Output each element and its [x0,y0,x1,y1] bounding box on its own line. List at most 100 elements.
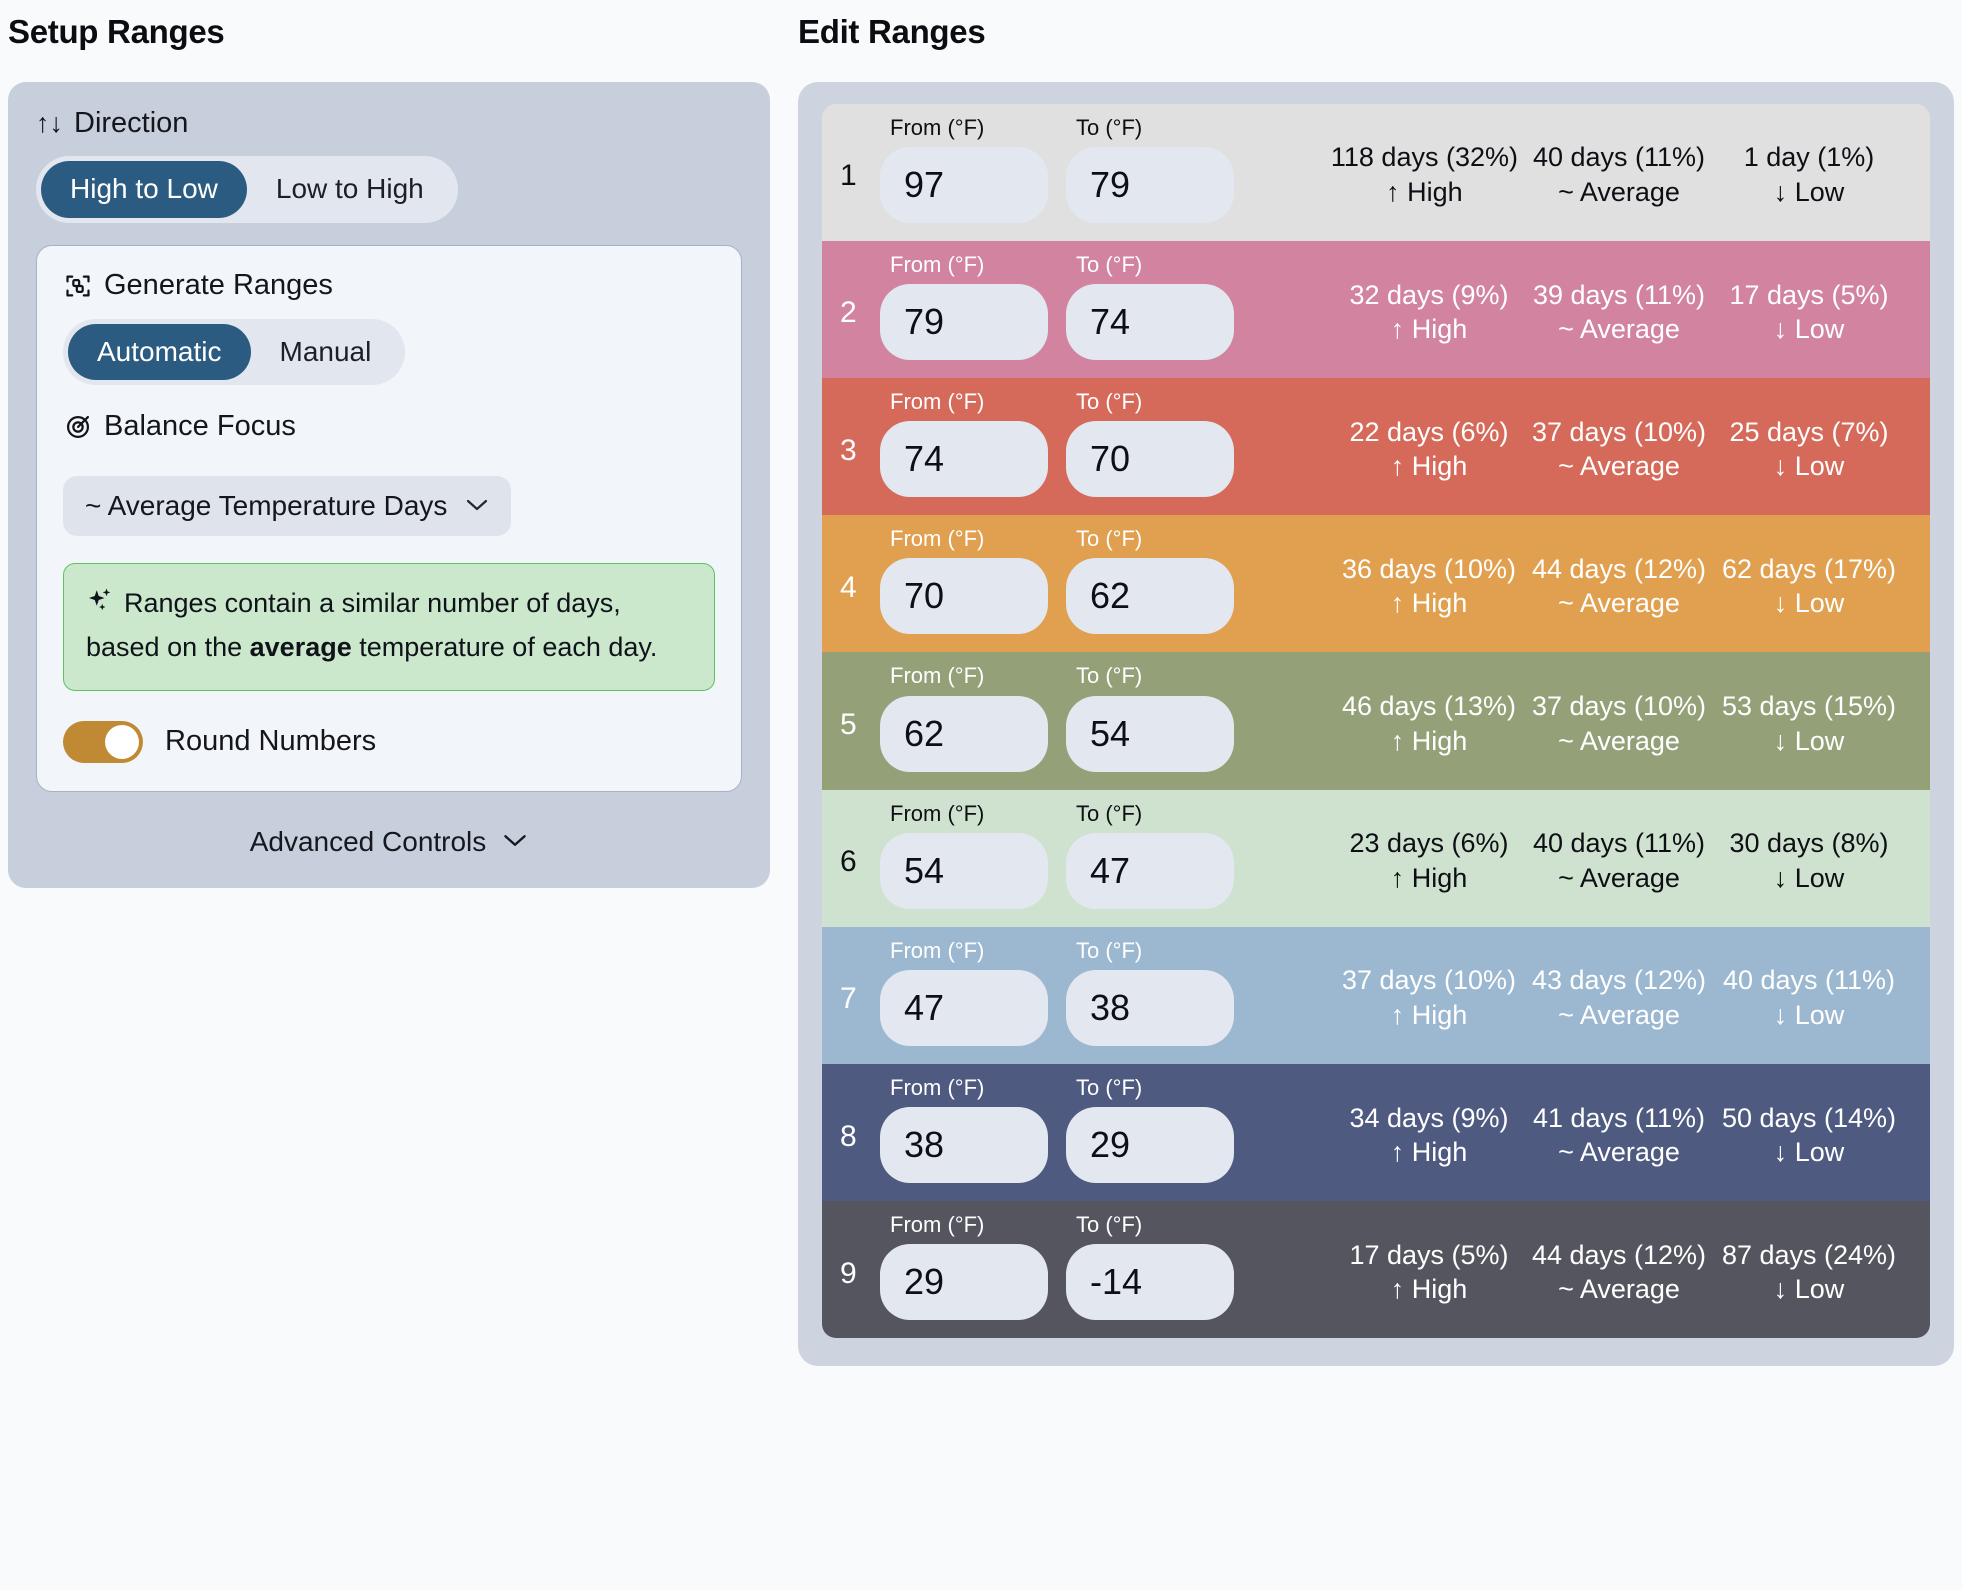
range-to-input[interactable] [1066,421,1234,498]
stat-count: 87 days (24%) [1721,1239,1897,1270]
from-caption: From (°F) [890,800,985,826]
range-stat: 30 days (8%)↓ Low [1714,826,1904,896]
stat-kind: ↑ High [1390,1137,1468,1168]
range-from-group: From (°F) [880,115,1048,223]
stat-kind: ↑ High [1386,176,1463,207]
range-to-input[interactable] [1066,1107,1234,1184]
stat-count: 34 days (9%) [1349,1102,1509,1133]
stat-count: 17 days (5%) [1729,279,1889,310]
range-from-input[interactable] [880,146,1048,223]
range-to-group: To (°F) [1066,389,1234,498]
setup-ranges-column: Setup Ranges ↑↓ Direction High to Low Lo… [0,0,790,1590]
edit-ranges-title: Edit Ranges [798,13,986,50]
advanced-controls-label: Advanced Controls [249,825,487,857]
balance-focus-selected-value: ~ Average Temperature Days [85,489,448,521]
range-to-group: To (°F) [1066,664,1234,772]
range-to-input[interactable] [1066,832,1234,909]
stat-count: 53 days (15%) [1721,691,1897,722]
stat-kind: ~ Average [1558,588,1680,619]
generate-option-automatic[interactable]: Automatic [68,323,251,380]
range-from-input[interactable] [880,1244,1048,1321]
range-to-group: To (°F) [1066,1212,1234,1321]
stat-kind: ↓ Low [1773,176,1845,207]
range-from-input[interactable] [880,1107,1048,1184]
range-stat: 53 days (15%)↓ Low [1714,689,1904,759]
balance-focus-tip: Ranges contain a similar number of days,… [63,562,715,691]
stat-kind: ↑ High [1390,725,1468,756]
round-numbers-toggle[interactable] [63,720,143,763]
stat-count: 50 days (14%) [1721,1102,1897,1133]
range-stat: 22 days (6%)↑ High [1334,415,1524,485]
setup-ranges-title: Setup Ranges [8,13,225,50]
from-caption: From (°F) [890,937,985,963]
range-to-input[interactable] [1066,1244,1234,1321]
range-stat: 37 days (10%)↑ High [1334,963,1524,1033]
range-to-input[interactable] [1066,283,1234,360]
stat-kind: ~ Average [1558,1274,1680,1305]
stat-kind: ↓ Low [1773,314,1845,345]
toggle-knob [105,724,139,759]
range-stat: 17 days (5%) ↓ Low [1714,278,1904,348]
range-from-input[interactable] [880,283,1048,360]
range-stat: 36 days (10%)↑ High [1334,552,1524,622]
stat-kind: ~ Average [1558,176,1680,207]
generate-mode-segmented-control[interactable]: Automatic Manual [63,318,406,385]
stat-count: 37 days (10%) [1531,416,1707,447]
from-caption: From (°F) [890,1074,985,1100]
chevron-down-icon [465,493,489,519]
range-from-input[interactable] [880,695,1048,772]
stat-kind: ↓ Low [1773,451,1845,482]
direction-option-low-to-high[interactable]: Low to High [275,173,424,205]
from-caption: From (°F) [890,251,985,277]
direction-option-high-to-low[interactable]: High to Low [41,161,247,218]
stat-count: 17 days (5%) [1349,1239,1509,1270]
stat-kind: ↑ High [1390,314,1468,345]
stat-kind: ↓ Low [1773,1000,1845,1031]
direction-segmented-control[interactable]: High to Low Low to High [36,156,458,223]
stat-kind: ~ Average [1558,1137,1680,1168]
range-from-input[interactable] [880,832,1048,909]
range-to-input[interactable] [1066,558,1234,635]
range-stat: 46 days (13%)↑ High [1334,689,1524,759]
advanced-controls-button[interactable]: Advanced Controls [36,826,742,858]
range-stat: 43 days (12%)~ Average [1524,963,1714,1033]
range-row-number: 1 [840,159,857,193]
balance-focus-dropdown[interactable]: ~ Average Temperature Days [63,475,512,536]
range-from-input[interactable] [880,421,1048,498]
range-from-group: From (°F) [880,526,1048,635]
range-from-input[interactable] [880,558,1048,635]
to-caption: To (°F) [1076,937,1143,963]
range-to-group: To (°F) [1066,526,1234,635]
range-stat: 62 days (17%)↓ Low [1714,552,1904,622]
stat-kind: ~ Average [1558,314,1680,345]
stat-kind: ~ Average [1558,451,1680,482]
stat-count: 25 days (7%) [1729,416,1889,447]
range-to-input[interactable] [1066,695,1234,772]
range-from-input[interactable] [880,969,1048,1046]
range-stat: 25 days (7%) ↓ Low [1714,415,1904,485]
range-from-group: From (°F) [880,251,1048,360]
range-to-group: To (°F) [1066,801,1234,909]
balance-focus-label-row: Balance Focus [63,410,715,443]
range-stat: 44 days (12%) ~ Average [1524,552,1714,622]
range-stat: 40 days (11%)↓ Low [1714,963,1904,1033]
generate-option-manual[interactable]: Manual [279,335,372,367]
stat-count: 36 days (10%) [1341,553,1517,584]
from-caption: From (°F) [890,388,985,414]
stat-count: 44 days (12%) [1531,553,1707,584]
range-to-input[interactable] [1066,146,1234,223]
range-to-input[interactable] [1066,969,1234,1046]
from-caption: From (°F) [890,663,985,689]
range-row-number: 9 [840,1256,857,1290]
range-stat: 39 days (11%)~ Average [1524,278,1714,348]
